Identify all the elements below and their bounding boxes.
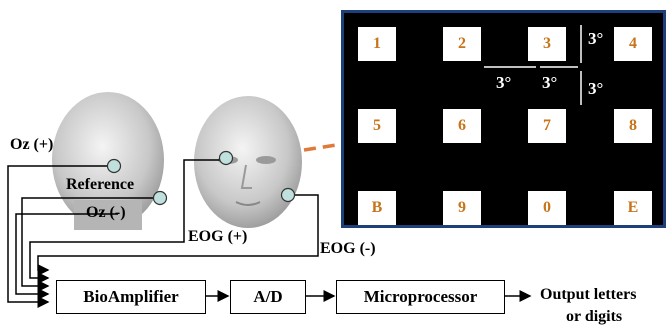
tile-0: 0 <box>528 191 566 225</box>
tile-2: 2 <box>443 27 481 61</box>
wiring <box>7 159 532 308</box>
tile-8: 8 <box>614 109 652 143</box>
spacing-horizontal-left: 3° <box>496 73 512 92</box>
spacing-vertical-bottom: 3° <box>588 79 604 98</box>
spacing-annotations <box>484 25 582 105</box>
stimulus-screen: 1 2 3 4 5 6 7 8 B 9 0 E 3° 3° 3° 3° <box>341 10 666 228</box>
tile-3: 3 <box>528 27 566 61</box>
bioamplifier-block: BioAmplifier <box>56 280 206 314</box>
label-oz-plus: Oz (+) <box>10 136 54 153</box>
label-eog-plus: EOG (+) <box>188 228 248 245</box>
tile-9: 9 <box>443 191 481 225</box>
tile-5: 5 <box>358 109 396 143</box>
spacing-horizontal-right: 3° <box>542 73 558 92</box>
label-oz-minus: Oz (-) <box>86 204 126 221</box>
label-reference: Reference <box>66 176 135 193</box>
tile-e: E <box>614 191 652 225</box>
tile-1: 1 <box>358 27 396 61</box>
label-eog-minus: EOG (-) <box>320 240 376 257</box>
microprocessor-block: Microprocessor <box>336 280 505 314</box>
head-back <box>52 92 164 230</box>
spacing-vertical-top: 3° <box>588 29 604 48</box>
tile-6: 6 <box>443 109 481 143</box>
output-label-line1: Output letters <box>540 286 637 303</box>
head-front <box>194 96 302 228</box>
tile-b: B <box>358 191 396 225</box>
electrode-eog-plus <box>218 150 234 166</box>
tile-4: 4 <box>614 27 652 61</box>
tile-7: 7 <box>528 109 566 143</box>
output-label-line2: or digits <box>566 308 623 325</box>
electrode-oz-plus <box>106 158 122 174</box>
electrode-reference <box>152 190 168 206</box>
ad-converter-block: A/D <box>230 280 306 314</box>
electrode-eog-minus <box>280 187 296 203</box>
